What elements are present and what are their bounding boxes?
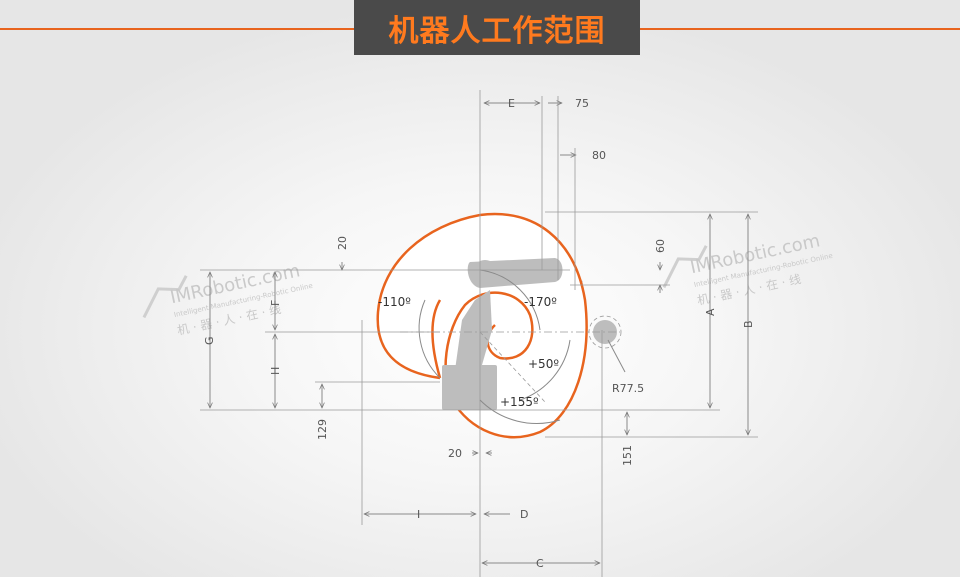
watermark-right: IMRobotic.com Intelligent Manufacturing-… <box>662 230 834 308</box>
dim-label-f: F <box>269 300 282 306</box>
page-title: 机器人工作范围 <box>354 0 640 55</box>
dim-label-129: 129 <box>316 419 329 440</box>
angle-arc-155 <box>479 399 561 424</box>
work-envelope-inner <box>431 299 442 379</box>
angle-label-50: +50º <box>528 357 559 371</box>
dim-label-20-left: 20 <box>336 236 349 250</box>
angle-label-155: +155º <box>500 395 539 409</box>
dim-label-d: D <box>520 508 528 521</box>
angle-label-110: -110º <box>378 295 411 309</box>
dim-label-151: 151 <box>621 445 634 466</box>
watermark-left: IMRobotic.com Intelligent Manufacturing-… <box>142 260 314 338</box>
dim-label-a: A <box>704 308 717 316</box>
dim-label-75: 75 <box>575 97 589 110</box>
dim-label-60: 60 <box>654 239 667 253</box>
dim-label-g: G <box>203 336 216 345</box>
dim-label-r: R77.5 <box>612 382 644 395</box>
dim-label-i: I <box>417 508 420 521</box>
robot-silhouette <box>442 258 617 410</box>
dim-line-r <box>607 339 626 373</box>
angle-arc-170 <box>479 269 541 331</box>
dim-label-e: E <box>508 97 515 110</box>
angle-arc-110 <box>418 299 441 379</box>
angle-label-170: -170º <box>524 295 557 309</box>
angle-arc-50 <box>519 339 571 401</box>
dim-label-c: C <box>536 557 544 570</box>
dim-label-b: B <box>742 320 755 328</box>
angle-ray <box>479 331 546 403</box>
tool-radius-circle <box>588 315 622 349</box>
dim-label-20-bottom: 20 <box>448 447 462 460</box>
dim-label-h: H <box>269 367 282 375</box>
dim-label-80: 80 <box>592 149 606 162</box>
